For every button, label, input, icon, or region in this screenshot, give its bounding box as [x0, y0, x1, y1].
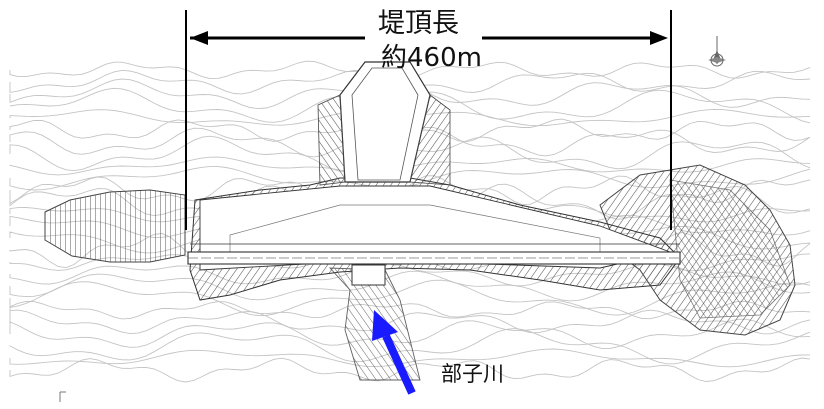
- corner-mark: [59, 391, 66, 402]
- left-abutment-cut: [44, 189, 186, 263]
- dam-crest-road: [187, 243, 681, 265]
- crest-length-dimension: [185, 10, 672, 230]
- river-name-label: 部子川: [441, 362, 504, 386]
- north-compass-icon: [708, 36, 726, 67]
- dam-body: [189, 177, 681, 301]
- crest-length-value: 約460m: [381, 43, 482, 73]
- contour-line: [9, 309, 811, 335]
- crest-length-title: 堤頂長: [372, 10, 465, 37]
- spillway-chute: [317, 61, 451, 186]
- right-abutment-cut: [599, 164, 796, 336]
- river-flow-arrow: [372, 310, 416, 395]
